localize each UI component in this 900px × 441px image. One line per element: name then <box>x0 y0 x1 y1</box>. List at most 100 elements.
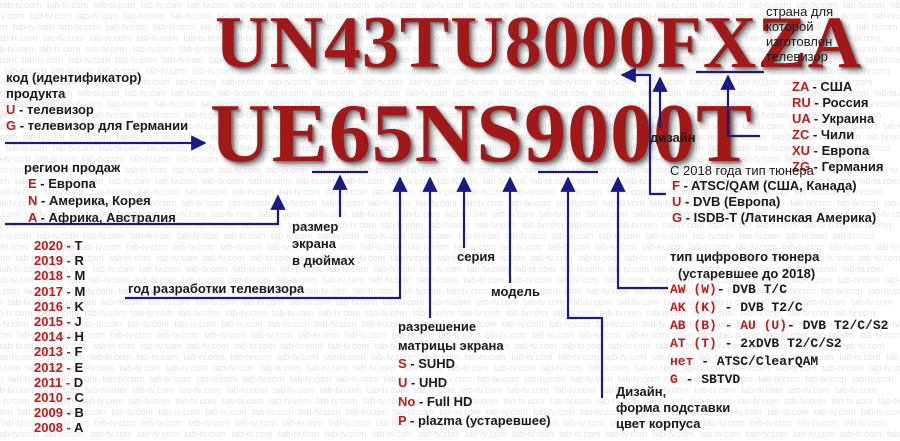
country-title-1: страна для <box>766 4 834 19</box>
year-item-code: K <box>74 298 84 314</box>
region-item-code: N <box>28 193 38 208</box>
resolution-title: разрешение <box>398 319 477 334</box>
tuner-2018-item-code: U <box>672 194 682 209</box>
product-code-item-code: U <box>6 102 16 117</box>
watermark-line: tab-tv.com tab-tv.com tab-tv.com tab-tv.… <box>0 286 900 296</box>
year-item-separator: - <box>62 253 75 269</box>
year-item-year: 2018 <box>34 268 63 284</box>
country-item-code: UA <box>792 111 811 126</box>
tuner-2018-item-desc: - ATSC/QAM (США, Канада) <box>679 178 857 193</box>
year-item: 2018 - M <box>34 268 85 284</box>
year-item-code: M <box>74 283 86 299</box>
year-item-code: E <box>74 359 84 375</box>
resolution-item-code: No <box>398 394 416 409</box>
arrow-tuner-old <box>610 176 668 290</box>
tuner-old-item: нет - ATSC/ClearQAM <box>670 354 818 370</box>
country-item: ZC - Чили <box>792 127 854 143</box>
watermark-line: tab-tv.com tab-tv.com tab-tv.com tab-tv.… <box>0 341 885 351</box>
year-item: 2013 - F <box>34 344 82 360</box>
resolution-item-code: U <box>398 375 408 390</box>
year-item-year: 2019 <box>34 253 63 269</box>
tuner-old-item-code: AK (K) <box>670 300 717 315</box>
region-item-desc: - Африка, Австралия <box>36 210 176 225</box>
tuner-old-item-desc: - 2xDVB T2/C/S2 <box>716 336 842 351</box>
year-item: 2020 - T <box>34 238 82 254</box>
watermark-line: tab-tv.com tab-tv.com tab-tv.com tab-tv.… <box>0 264 884 274</box>
year-item-code: A <box>74 420 84 436</box>
country-title-2: которой <box>766 19 814 34</box>
watermark-line: tab-tv.com tab-tv.com tab-tv.com tab-tv.… <box>0 165 900 175</box>
year-item-code: C <box>74 390 84 405</box>
year-item-separator: - <box>62 420 74 436</box>
watermark-line: tab-tv.com tab-tv.com tab-tv.com tab-tv.… <box>0 209 900 219</box>
watermark-line: tab-tv.com tab-tv.com tab-tv.com tab-tv.… <box>0 319 900 329</box>
region-item-desc: - Америка, Корея <box>37 193 151 208</box>
watermark-line: tab-tv.com tab-tv.com tab-tv.com tab-tv.… <box>0 132 900 142</box>
watermark-line: tab-tv.com tab-tv.com tab-tv.com tab-tv.… <box>0 275 900 285</box>
design-stand-label-3: цвет корпуса <box>616 416 701 431</box>
tuner-old-item: AW (W)- DVB T/C <box>670 282 787 298</box>
resolution-item: U - UHD <box>398 375 447 391</box>
year-item-separator: - <box>62 390 75 405</box>
country-item-code: ZC <box>792 127 810 142</box>
year-item: 2008 - A <box>34 420 83 436</box>
watermark-line: tab-tv.com tab-tv.com tab-tv.com tab-tv.… <box>0 253 900 263</box>
tuner-2018-title: С 2018 года тип тюнера <box>670 163 814 178</box>
year-item: 2014 - H <box>34 329 84 345</box>
year-item-year: 2012 <box>34 359 63 375</box>
year-item-code: D <box>73 374 84 390</box>
year-item-year: 2017 <box>34 283 63 299</box>
year-item-code: J <box>74 314 82 329</box>
year-item: 2012 - E <box>34 360 83 376</box>
year-item: 2015 - J <box>34 314 82 330</box>
year-item-separator: - <box>62 329 75 345</box>
year-item-separator: - <box>62 405 75 421</box>
country-item-code: ZA <box>792 79 809 94</box>
tuner-2018-item: F - ATSC/QAM (США, Канада) <box>672 178 857 194</box>
year-item: 2011 - D <box>34 375 83 391</box>
watermark-line: tab-tv.com tab-tv.com tab-tv.com tab-tv.… <box>0 154 874 164</box>
watermark-line: tab-tv.com tab-tv.com tab-tv.com tab-tv.… <box>0 55 900 65</box>
tuner-old-item-code: AB (B) - AU (U) <box>670 318 788 333</box>
tuner-old-item: AT (T) - 2xDVB T2/C/S2 <box>670 336 842 352</box>
year-item-year: 2015 <box>34 314 63 329</box>
design-label: дизайн <box>650 130 696 145</box>
resolution-item: No - Full HD <box>398 394 472 410</box>
country-item: UA - Украина <box>792 111 874 127</box>
product-code-item: U - телевизор <box>6 102 94 118</box>
country-item-desc: - Украина <box>810 111 875 126</box>
model-label: модель <box>491 284 540 299</box>
arrow-design-stand <box>560 176 604 398</box>
watermark-line: tab-tv.com tab-tv.com tab-tv.com tab-tv.… <box>0 330 900 340</box>
region-title: регион продаж <box>24 160 121 175</box>
arrow-region <box>5 194 286 226</box>
year-item-year: 2011 <box>34 374 63 390</box>
country-item-code: ZG <box>792 159 811 174</box>
product-code-item-code: G <box>6 118 17 133</box>
model-number-top: UN43TU8000FXZA <box>215 2 863 84</box>
watermark-line: tab-tv.com tab-tv.com tab-tv.com tab-tv.… <box>0 407 900 417</box>
region-item-code: A <box>28 210 37 225</box>
model-number-main: UE65NS9000T <box>210 87 754 180</box>
watermark-line: tab-tv.com tab-tv.com tab-tv.com tab-tv.… <box>0 187 883 197</box>
country-item: RU - Россия <box>792 95 869 111</box>
year-item-year: 2020 <box>34 238 63 253</box>
year-item-code: R <box>74 253 84 269</box>
country-item-code: RU <box>792 95 811 110</box>
tuner-2018-item-desc: - DVB (Европа) <box>681 194 781 209</box>
tuner-old-item-desc: - SBTVD <box>677 372 741 387</box>
country-item: XU - Европа <box>792 143 869 159</box>
screen-size-label-1: размер <box>292 219 339 234</box>
year-title: год разработки телевизора <box>128 281 305 296</box>
year-item-year: 2013 <box>34 344 63 360</box>
tuner-old-item-code: нет <box>670 354 694 369</box>
year-item: 2010 - C <box>34 390 84 406</box>
watermark-line: tab-tv.com tab-tv.com tab-tv.com tab-tv.… <box>0 220 892 230</box>
year-item-separator: - <box>62 359 75 375</box>
watermark-line: tab-tv.com tab-tv.com tab-tv.com tab-tv.… <box>0 418 886 428</box>
year-item-separator: - <box>62 374 74 390</box>
series-label: серия <box>457 249 495 264</box>
country-item-desc: - Чили <box>809 127 855 142</box>
